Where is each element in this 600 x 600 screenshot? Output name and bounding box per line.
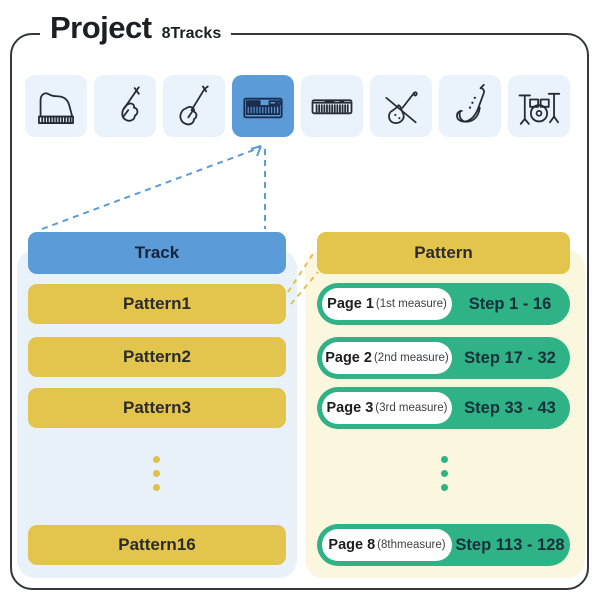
page1-pill: Page 1 (1st measure) bbox=[322, 288, 452, 320]
grand-piano-icon bbox=[38, 92, 74, 124]
page1-label: Page 1 bbox=[327, 296, 374, 312]
page2-pill: Page 2 (2nd measure) bbox=[322, 342, 452, 374]
pattern16-box[interactable]: Pattern16 bbox=[28, 525, 286, 565]
project-frame bbox=[10, 33, 589, 590]
tile-violin[interactable] bbox=[370, 75, 432, 137]
pattern-ellipsis-dots bbox=[441, 456, 448, 491]
page1-row[interactable]: Page 1 (1st measure) Step 1 - 16 bbox=[317, 283, 570, 325]
page3-measure: (3rd measure) bbox=[375, 402, 448, 414]
bass-guitar-icon bbox=[179, 85, 209, 126]
page2-row[interactable]: Page 2 (2nd measure) Step 17 - 32 bbox=[317, 337, 570, 379]
synthesizer-icon bbox=[243, 97, 283, 119]
tile-saxophone[interactable] bbox=[439, 75, 501, 137]
tile-drum-kit[interactable] bbox=[508, 75, 570, 137]
page3-label: Page 3 bbox=[326, 400, 374, 416]
violin-icon bbox=[385, 91, 418, 124]
track-header: Track bbox=[28, 232, 286, 274]
saxophone-icon bbox=[456, 83, 485, 123]
tile-grand-piano[interactable] bbox=[25, 75, 87, 137]
track-count-label: 8Tracks bbox=[161, 25, 222, 42]
page2-measure: (2nd measure) bbox=[373, 352, 449, 364]
page1-step: Step 1 - 16 bbox=[468, 294, 552, 313]
page8-row[interactable]: Page 8 (8thmeasure) Step 113 - 128 bbox=[317, 524, 570, 566]
project-title: Project bbox=[50, 10, 152, 45]
track-ellipsis-dots bbox=[153, 456, 160, 491]
page3-step: Step 33 - 43 bbox=[464, 398, 556, 417]
page8-label: Page 8 bbox=[328, 537, 376, 553]
pattern2-box[interactable]: Pattern2 bbox=[28, 337, 286, 377]
electric-keyboard-icon bbox=[311, 99, 353, 115]
tile-synthesizer[interactable] bbox=[232, 75, 294, 137]
pattern1-box[interactable]: Pattern1 bbox=[28, 284, 286, 324]
page2-step: Step 17 - 32 bbox=[464, 348, 556, 367]
page-title: Project 8Tracks bbox=[40, 10, 232, 46]
pattern-header: Pattern bbox=[317, 232, 570, 274]
instrument-bar bbox=[25, 75, 570, 137]
pattern3-box[interactable]: Pattern3 bbox=[28, 388, 286, 428]
tile-electric-guitar[interactable] bbox=[94, 75, 156, 137]
page8-measure: (8thmeasure) bbox=[377, 539, 446, 551]
page8-step: Step 113 - 128 bbox=[455, 535, 565, 554]
tile-electric-keyboard[interactable] bbox=[301, 75, 363, 137]
page3-row[interactable]: Page 3 (3rd measure) Step 33 - 43 bbox=[317, 387, 570, 429]
page1-measure: (1st measure) bbox=[375, 298, 447, 310]
page2-label: Page 2 bbox=[325, 350, 372, 366]
electric-guitar-icon bbox=[121, 86, 140, 122]
drum-kit-icon bbox=[518, 92, 561, 125]
page8-pill: Page 8 (8thmeasure) bbox=[322, 529, 452, 561]
tile-bass-guitar[interactable] bbox=[163, 75, 225, 137]
page3-pill: Page 3 (3rd measure) bbox=[322, 392, 452, 424]
